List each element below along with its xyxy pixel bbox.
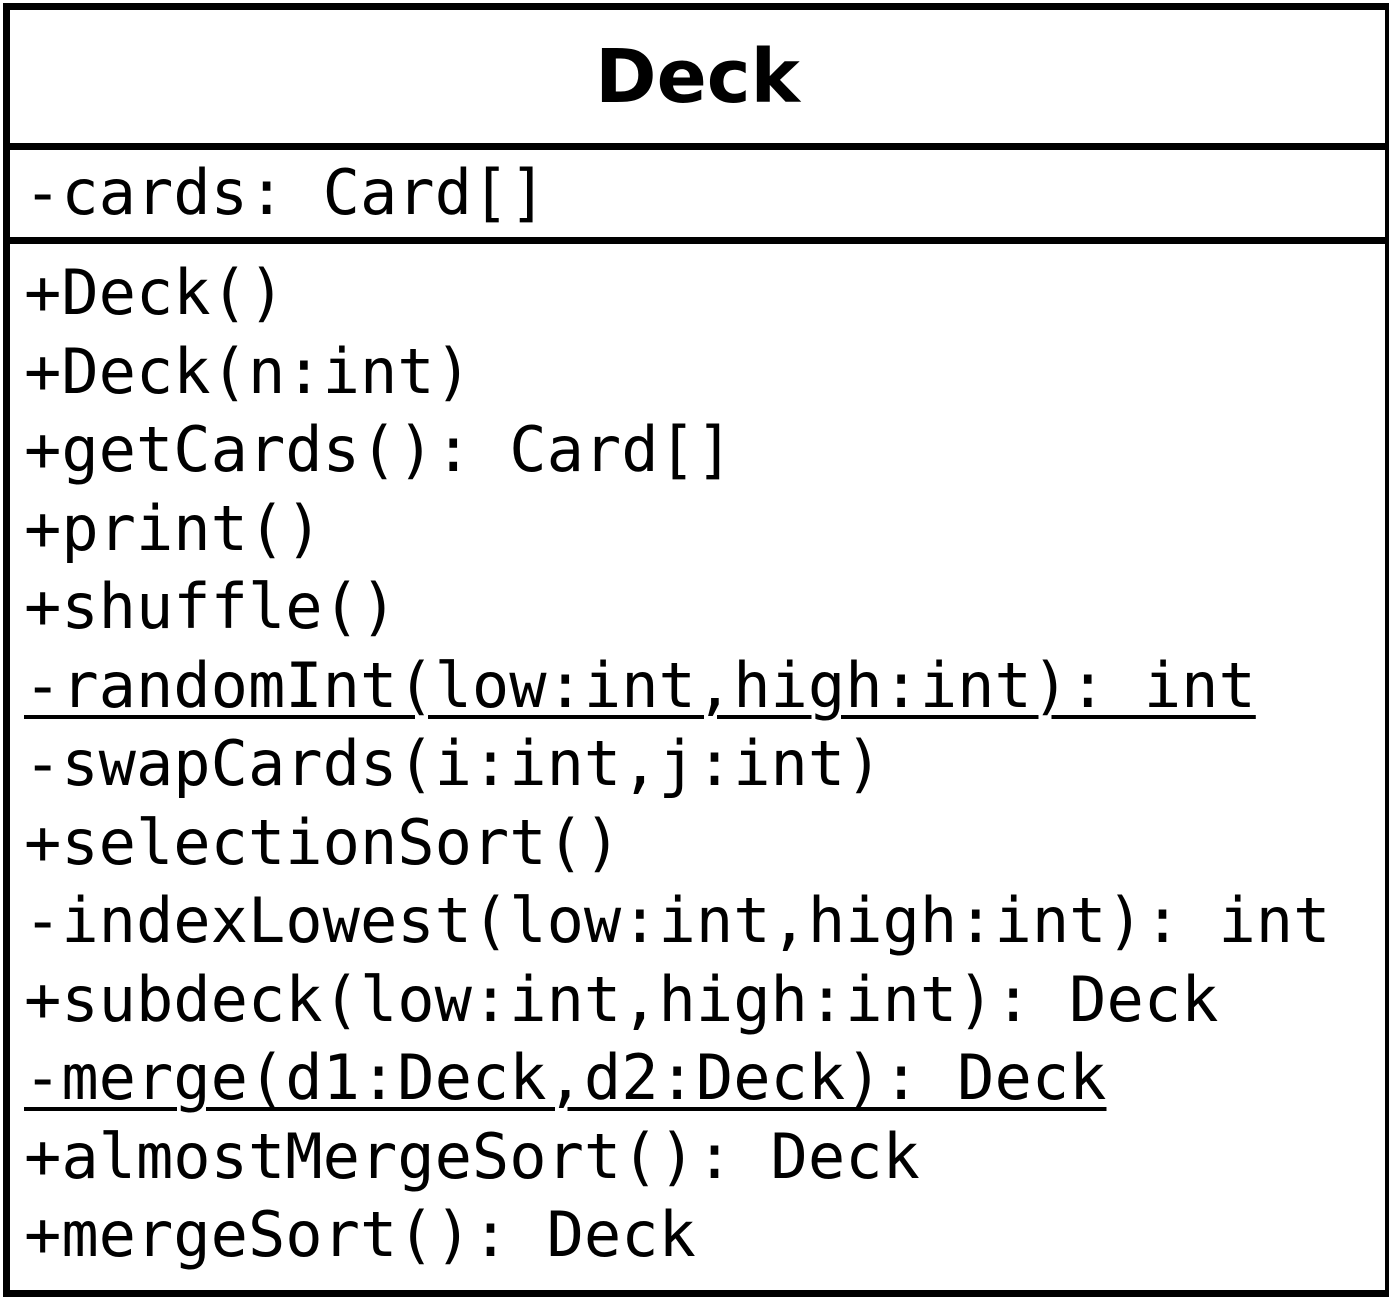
- method-subdeck: +subdeck(low:int,high:int): Deck: [24, 962, 1219, 1036]
- method-merge-sort: +mergeSort(): Deck: [24, 1198, 696, 1271]
- method-deck-constructor: +Deck(): [24, 256, 286, 329]
- uml-class-box: Deck -cards: Card[] +Deck() +Deck(n:int)…: [3, 3, 1389, 1297]
- method-index-lowest: -indexLowest(low:int,high:int): int: [24, 884, 1331, 957]
- method-shuffle: +shuffle(): [24, 570, 398, 643]
- method-print: +print(): [24, 491, 323, 565]
- method-merge: -merge(d1:Deck,d2:Deck): Deck: [24, 1041, 1107, 1114]
- method-almost-merge-sort: +almostMergeSort(): Deck: [24, 1119, 920, 1193]
- method-selection-sort: +selectionSort(): [24, 805, 622, 879]
- method-get-cards: +getCards(): Card[]: [24, 413, 734, 486]
- method-random-int: -randomInt(low:int,high:int): int: [24, 648, 1256, 722]
- method-swap-cards: -swapCards(i:int,j:int): [24, 727, 883, 800]
- methods-compartment: +Deck() +Deck(n:int) +getCards(): Card[]…: [10, 244, 1385, 1275]
- class-name: Deck: [10, 10, 1385, 150]
- attribute-cards: -cards: Card[]: [24, 156, 547, 230]
- attributes-compartment: -cards: Card[]: [10, 150, 1385, 244]
- method-deck-constructor-n: +Deck(n:int): [24, 334, 472, 408]
